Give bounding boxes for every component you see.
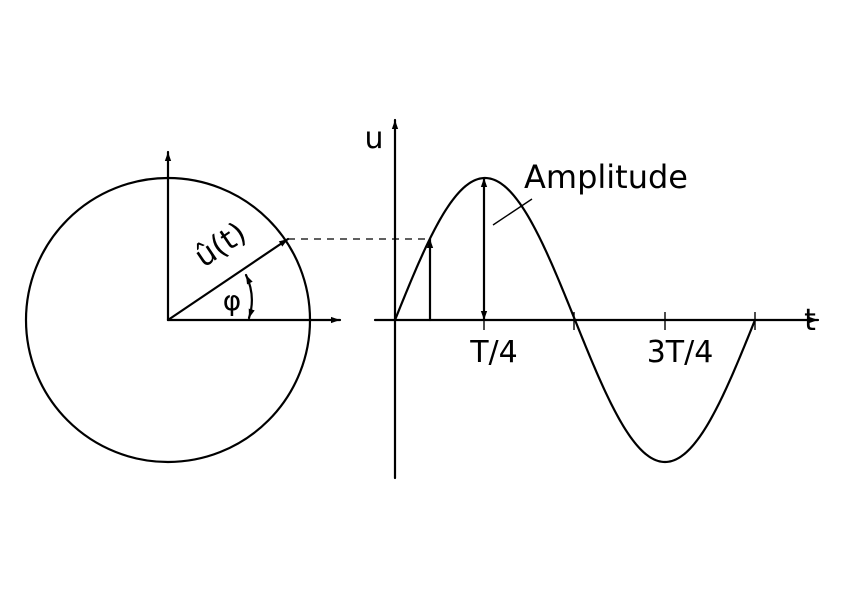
tick-label-quarter: T/4 [469, 335, 518, 370]
sine-curve [393, 176, 757, 464]
phasor-vector [166, 237, 290, 322]
angle-label: φ [223, 284, 241, 317]
angle-arc [244, 273, 255, 320]
u-axis-label: u [364, 121, 383, 156]
amplitude-label: Amplitude [524, 158, 688, 196]
amplitude-leader [492, 198, 533, 226]
vector-label: û(t) [188, 215, 252, 274]
t-axis-label: t [804, 303, 816, 338]
tick-label-three-quarter: 3T/4 [647, 335, 714, 370]
